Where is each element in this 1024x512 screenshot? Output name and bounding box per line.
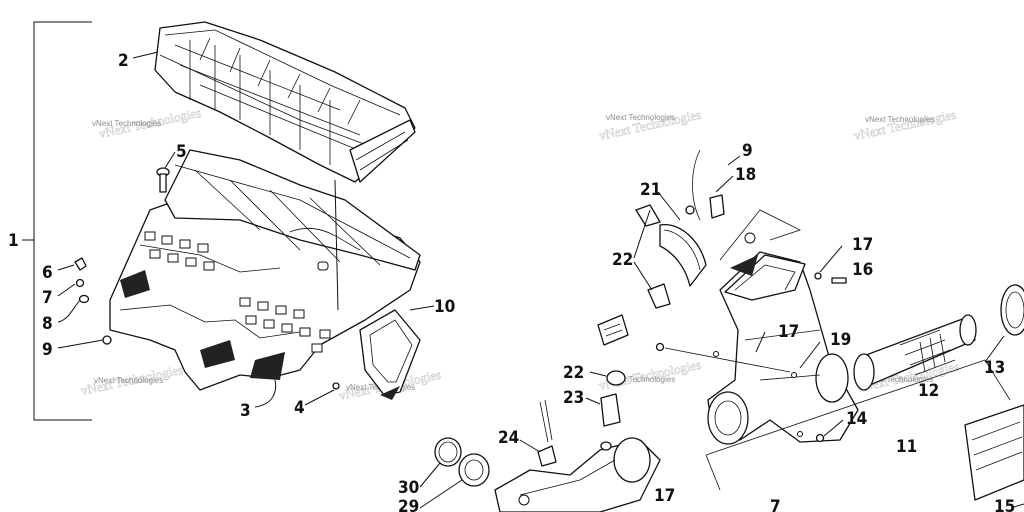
callout-9-duct: 9	[742, 141, 753, 161]
callout-29: 29	[398, 497, 419, 512]
callout-8: 8	[42, 314, 53, 334]
callout-15: 15	[994, 497, 1015, 512]
callout-12: 12	[918, 381, 939, 401]
callout-14: 14	[846, 409, 867, 429]
sleeve-23	[600, 393, 621, 427]
callout-5: 5	[176, 142, 187, 162]
callout-23: 23	[563, 388, 584, 408]
air-filter-12	[853, 314, 977, 391]
tube-24	[537, 399, 557, 467]
intake-base-plate	[109, 149, 421, 391]
callout-11: 11	[896, 437, 917, 457]
watermark: vNext Technologies	[606, 113, 675, 122]
fastener-14	[815, 433, 825, 443]
bolt-17b	[655, 342, 791, 373]
callout-9: 9	[42, 340, 53, 360]
bolt-4	[332, 382, 340, 390]
watermark: vNext Technologies	[92, 119, 161, 128]
intake-silencer-top	[154, 21, 416, 183]
callout-21: 21	[640, 180, 661, 200]
watermark: vNext Technologies	[865, 115, 934, 124]
seal-29	[458, 453, 490, 487]
clamp-18	[685, 149, 725, 221]
watermark: vNext Technologies	[864, 375, 933, 384]
callout-16: 16	[852, 260, 873, 280]
plate-holes	[144, 231, 331, 353]
callout-24: 24	[498, 428, 519, 448]
fastener-stack	[74, 257, 112, 345]
callout-17-bottom: 17	[654, 486, 675, 506]
callout-4: 4	[294, 398, 305, 418]
clamp-30	[434, 437, 462, 467]
callout-18: 18	[735, 165, 756, 185]
intake-elbow	[494, 437, 661, 512]
callout-19: 19	[830, 330, 851, 350]
intake-duct-body	[707, 209, 859, 445]
callout-7: 7	[42, 288, 53, 308]
leader-line	[334, 179, 339, 311]
watermark: vNext Technologies	[606, 375, 675, 384]
watermark-ghost: vNext Technologies	[853, 107, 958, 143]
callout-13: 13	[984, 358, 1005, 378]
sensor-22	[597, 314, 629, 346]
callout-labels: 1 2 3 4 5 6 7 8 9 10 9 18 21 22 17 16 17…	[8, 51, 1015, 512]
leader-lines	[57, 51, 1024, 509]
callout-30: 30	[398, 478, 419, 498]
callout-22-sensor: 22	[563, 363, 584, 383]
hose-21	[635, 204, 707, 309]
assembly-outline	[705, 359, 1011, 491]
callout-3: 3	[240, 401, 251, 421]
filter-housing-13	[1000, 284, 1024, 336]
fitting-22b	[606, 370, 626, 386]
callout-6: 6	[42, 263, 53, 283]
watermark: vNext Technologies	[94, 376, 163, 385]
callout-2: 2	[118, 51, 129, 71]
callout-1: 1	[8, 231, 19, 251]
callout-22-hose: 22	[612, 250, 633, 270]
gasket-10	[359, 309, 421, 400]
module-15	[964, 404, 1024, 501]
callout-10: 10	[434, 297, 455, 317]
assembly-bracket	[33, 21, 92, 421]
callout-7-bottom: 7	[770, 497, 781, 512]
callout-17-top: 17	[852, 235, 873, 255]
screw-5	[156, 167, 170, 193]
callout-17-mid: 17	[778, 322, 799, 342]
bolt-16	[831, 277, 847, 284]
nut-17	[814, 272, 822, 280]
